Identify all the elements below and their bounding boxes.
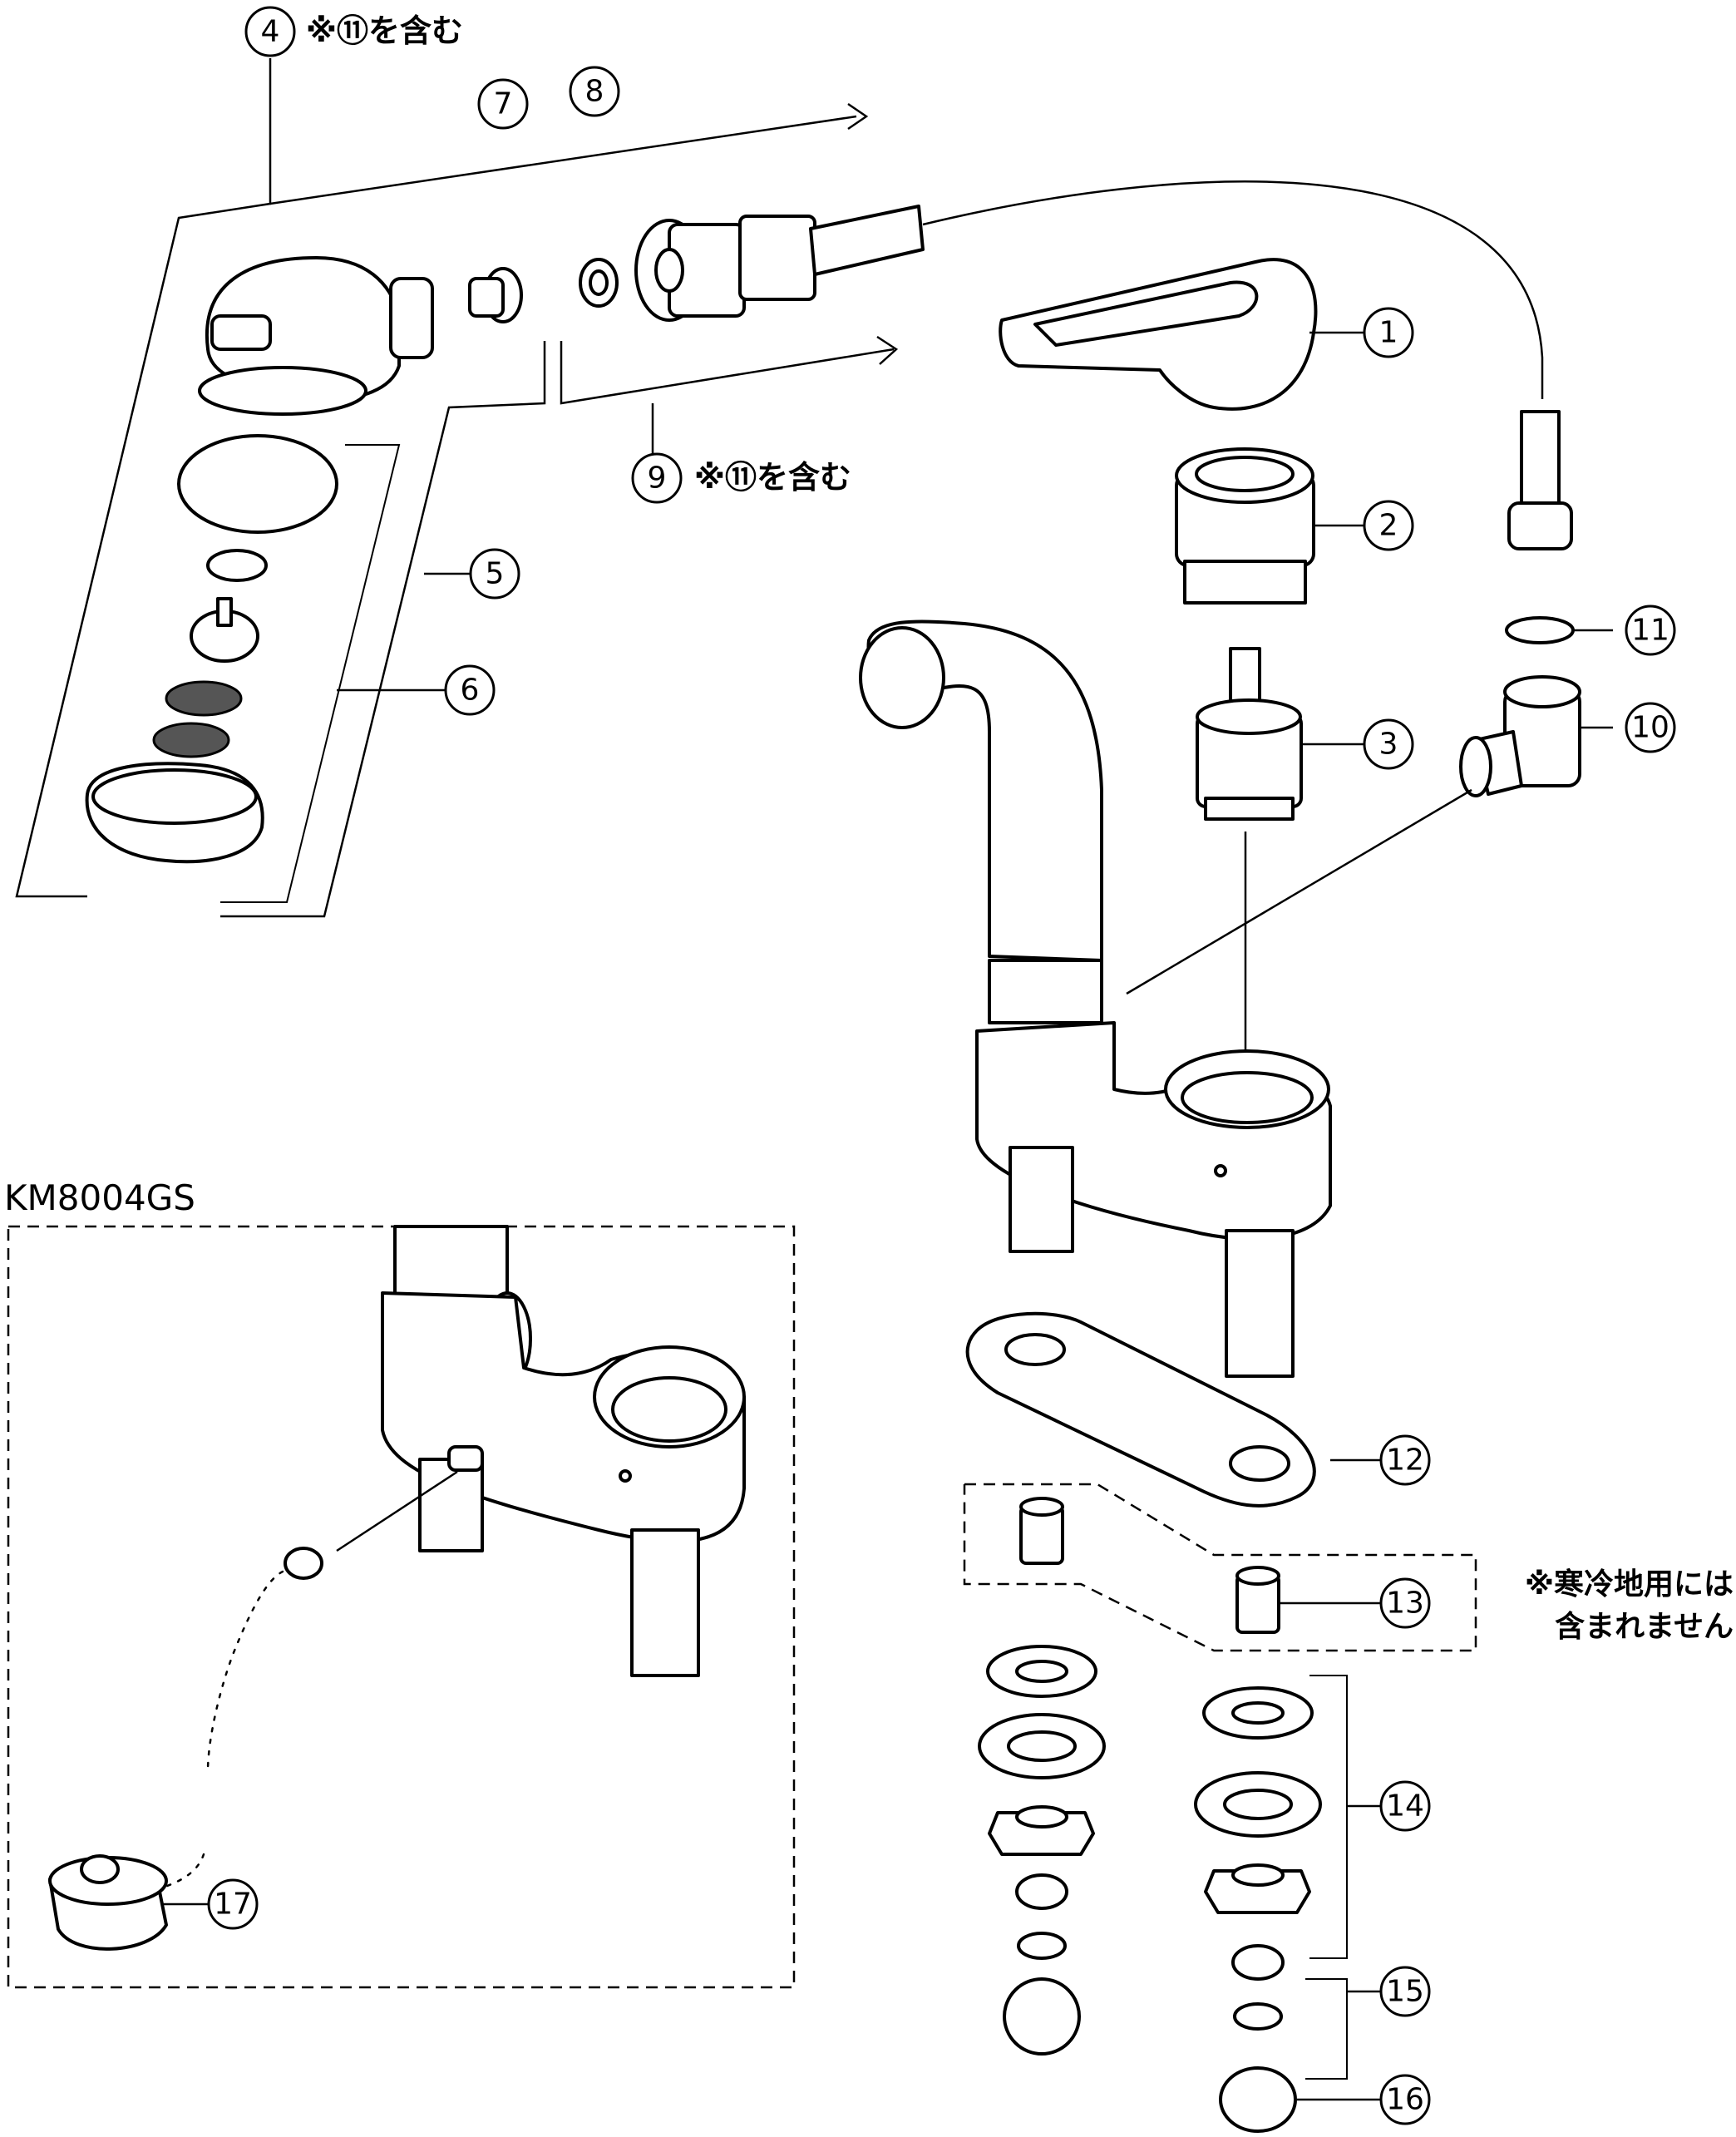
callout-11: 11 bbox=[1625, 605, 1676, 656]
svg-text:6: 6 bbox=[461, 674, 480, 708]
callout-1: 1 bbox=[1363, 307, 1414, 358]
svg-text:10: 10 bbox=[1631, 711, 1669, 745]
model-label: KM8004GS bbox=[4, 1177, 195, 1218]
callout-13: 13 bbox=[1379, 1577, 1431, 1629]
cartridge-3 bbox=[1196, 647, 1303, 821]
svg-text:11: 11 bbox=[1631, 614, 1669, 648]
svg-text:4: 4 bbox=[261, 15, 280, 49]
o-ring-8 bbox=[579, 258, 619, 308]
strainer-7 bbox=[468, 267, 523, 323]
note-includes-11-a: ※⑪を含む bbox=[306, 12, 463, 49]
svg-text:2: 2 bbox=[1379, 509, 1398, 543]
callout-10: 10 bbox=[1625, 702, 1676, 753]
callout-8: 8 bbox=[569, 66, 620, 117]
base-plate-12 bbox=[965, 1311, 1316, 1508]
aerator-parts bbox=[85, 434, 338, 864]
svg-text:13: 13 bbox=[1386, 1587, 1424, 1621]
shower-head-group-bracket bbox=[15, 58, 899, 918]
callout-16: 16 bbox=[1379, 2074, 1431, 2125]
hose-line bbox=[922, 180, 1544, 399]
svg-text:16: 16 bbox=[1386, 2083, 1424, 2117]
supply-pipe bbox=[1507, 410, 1573, 550]
elbow-10 bbox=[1459, 675, 1581, 797]
check-valve-a bbox=[1019, 1497, 1064, 1565]
bath-plug-17 bbox=[48, 1547, 323, 1951]
hardware-stack-left bbox=[978, 1645, 1106, 2056]
callout-9: 9 bbox=[631, 452, 683, 504]
callout-14: 14 bbox=[1379, 1780, 1431, 1832]
callout-5: 5 bbox=[469, 548, 520, 600]
svg-text:7: 7 bbox=[494, 87, 513, 121]
callout-7: 7 bbox=[477, 78, 529, 130]
svg-text:17: 17 bbox=[214, 1888, 252, 1922]
chain-leader bbox=[336, 1470, 458, 1552]
hardware-stack-right bbox=[1194, 1686, 1322, 2133]
note-includes-11-b: ※⑪を含む bbox=[694, 459, 851, 496]
note-cold-region-1: ※寒冷地用には bbox=[1525, 1567, 1734, 1602]
bracket-15 bbox=[1305, 1978, 1348, 2080]
svg-text:1: 1 bbox=[1379, 316, 1398, 350]
cap-nut-2 bbox=[1175, 447, 1315, 605]
svg-text:14: 14 bbox=[1386, 1789, 1424, 1824]
variant-faucet-body bbox=[381, 1225, 746, 1677]
svg-text:5: 5 bbox=[486, 557, 505, 591]
note-cold-region-2: 含まれません bbox=[1555, 1610, 1734, 1644]
o-ring-11 bbox=[1505, 616, 1575, 644]
hose-connector-9 bbox=[634, 205, 925, 322]
check-valve-b bbox=[1235, 1566, 1280, 1634]
bracket-5-6 bbox=[220, 444, 401, 903]
svg-text:15: 15 bbox=[1386, 1975, 1424, 2009]
callout-17: 17 bbox=[207, 1878, 259, 1930]
svg-text:12: 12 bbox=[1386, 1444, 1424, 1478]
lever-handle-1 bbox=[999, 258, 1318, 411]
bracket-14 bbox=[1309, 1675, 1348, 1959]
svg-text:8: 8 bbox=[585, 75, 604, 109]
callout-4: 4 bbox=[244, 6, 296, 57]
callout-12: 12 bbox=[1379, 1434, 1431, 1486]
svg-text:3: 3 bbox=[1379, 728, 1398, 762]
faucet-body bbox=[859, 619, 1332, 1378]
cold-region-dashed-box bbox=[963, 1483, 1477, 1652]
svg-text:9: 9 bbox=[648, 461, 667, 496]
callout-2: 2 bbox=[1363, 500, 1414, 551]
shower-head bbox=[198, 256, 434, 416]
callout-6: 6 bbox=[444, 664, 496, 716]
callout-3: 3 bbox=[1363, 718, 1414, 770]
callout-15: 15 bbox=[1379, 1966, 1431, 2017]
